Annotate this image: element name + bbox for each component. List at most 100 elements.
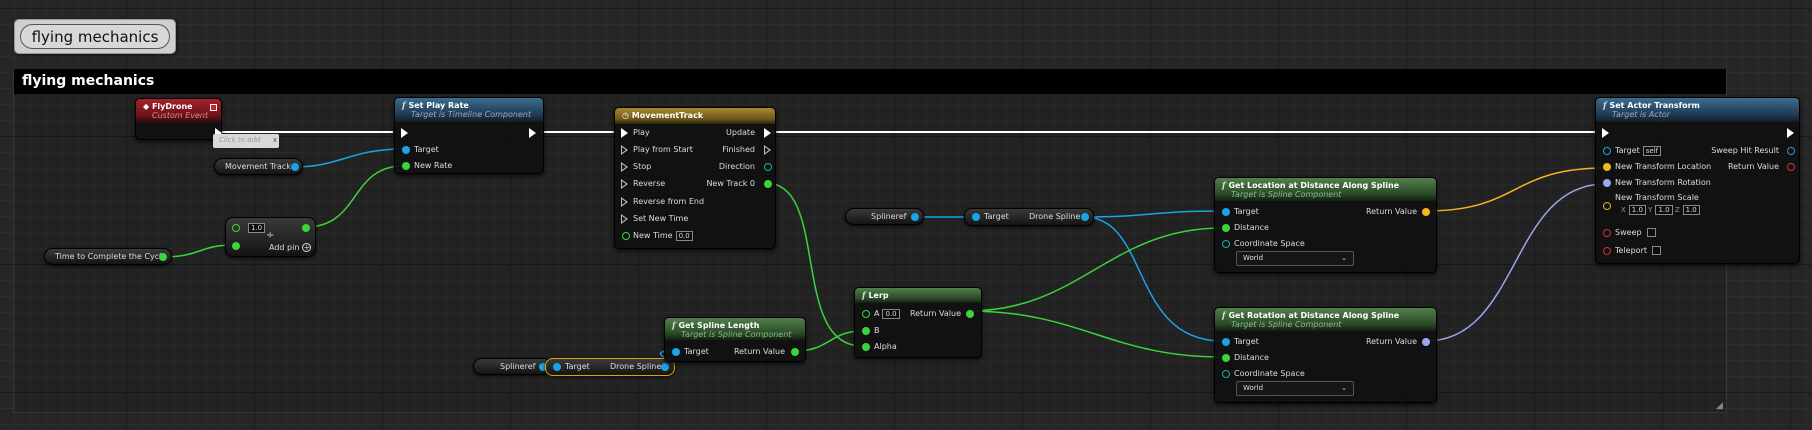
coordinate-space-pin[interactable] bbox=[1222, 370, 1230, 378]
exec-out-pin[interactable] bbox=[529, 128, 536, 138]
function-icon: f bbox=[1603, 100, 1607, 110]
new-rate-pin[interactable] bbox=[402, 162, 410, 170]
coordinate-space-dropdown[interactable]: World ⌄ bbox=[1236, 381, 1354, 396]
target-pin[interactable] bbox=[1222, 208, 1230, 216]
splineref-getter-bottom[interactable]: Splineref bbox=[473, 358, 552, 375]
close-icon[interactable]: x bbox=[272, 136, 277, 144]
drone-spline-pin[interactable] bbox=[661, 363, 669, 371]
coordinate-space-dropdown[interactable]: World ⌄ bbox=[1236, 251, 1354, 266]
new-location-label: New Transform Location bbox=[1615, 162, 1712, 171]
a-label: A bbox=[874, 309, 880, 318]
target-pin[interactable] bbox=[402, 146, 410, 154]
teleport-pin[interactable] bbox=[1603, 247, 1611, 255]
click-to-add-field[interactable]: Click to add x bbox=[213, 134, 279, 148]
play-from-start-pin[interactable] bbox=[621, 145, 628, 155]
return-value-label: Return Value bbox=[1365, 337, 1417, 346]
finished-exec-pin[interactable] bbox=[764, 145, 771, 155]
divide-input-value[interactable]: 1.0 bbox=[248, 222, 266, 233]
target-pin[interactable] bbox=[553, 363, 561, 371]
new-time-value[interactable]: 0.0 bbox=[675, 230, 693, 241]
scale-z-label: Z bbox=[1674, 206, 1680, 214]
object-out-pin[interactable] bbox=[539, 363, 547, 371]
a-pin[interactable] bbox=[862, 310, 870, 318]
exec-in-pin[interactable] bbox=[401, 128, 408, 138]
new-time-pin[interactable] bbox=[622, 232, 630, 240]
float-in-pin-b[interactable] bbox=[232, 242, 240, 250]
exec-out-pin[interactable] bbox=[1787, 128, 1794, 138]
scale-z-value[interactable]: 1.0 bbox=[1682, 205, 1700, 215]
target-pin[interactable] bbox=[1603, 147, 1611, 155]
clock-icon: ◷ bbox=[622, 111, 632, 120]
reverse-pin[interactable] bbox=[621, 179, 628, 189]
comment-bubble-label: flying mechanics bbox=[20, 24, 170, 49]
movement-track-getter[interactable]: Movement Track bbox=[214, 158, 303, 175]
new-scale-pin[interactable] bbox=[1603, 202, 1611, 210]
time-to-complete-getter[interactable]: Time to Complete the Cycle bbox=[44, 248, 172, 265]
movement-track-timeline-node[interactable]: ◷ MovementTrack Play Play from Start Sto… bbox=[614, 107, 776, 249]
distance-pin[interactable] bbox=[1222, 354, 1230, 362]
alpha-pin[interactable] bbox=[862, 343, 870, 351]
sweep-checkbox[interactable] bbox=[1646, 228, 1656, 237]
comment-bubble[interactable]: flying mechanics bbox=[14, 19, 176, 54]
return-value-pin[interactable] bbox=[791, 348, 799, 356]
update-label: Update bbox=[726, 128, 755, 137]
scale-x-value[interactable]: 1.0 bbox=[1628, 205, 1646, 215]
return-value-label: Return Value bbox=[909, 309, 961, 318]
play-label: Play bbox=[633, 128, 650, 137]
divide-node[interactable]: 1.0 ÷ Add pin+ bbox=[225, 217, 316, 257]
play-exec-pin[interactable] bbox=[621, 128, 628, 138]
target-value[interactable]: self bbox=[1642, 145, 1662, 156]
update-exec-pin[interactable] bbox=[764, 128, 771, 138]
object-out-pin[interactable] bbox=[291, 163, 299, 171]
return-value-pin[interactable] bbox=[1422, 338, 1430, 346]
target-label: Target bbox=[1234, 207, 1259, 216]
stop-pin[interactable] bbox=[621, 162, 628, 172]
event-delegate-icon[interactable] bbox=[210, 104, 217, 111]
return-value-pin[interactable] bbox=[1422, 208, 1430, 216]
exec-out-pin[interactable] bbox=[215, 128, 222, 138]
float-out-pin[interactable] bbox=[302, 224, 310, 232]
direction-pin[interactable] bbox=[764, 163, 772, 171]
event-node-flydrone[interactable]: ◆ FlyDrone Custom Event bbox=[135, 98, 222, 140]
new-rotation-pin[interactable] bbox=[1603, 179, 1611, 187]
scale-x-label: X bbox=[1621, 206, 1626, 214]
function-icon: f bbox=[1222, 180, 1226, 190]
new-location-pin[interactable] bbox=[1603, 163, 1611, 171]
sweep-pin[interactable] bbox=[1603, 229, 1611, 237]
sweep-hit-result-pin[interactable] bbox=[1787, 147, 1795, 155]
return-value-pin[interactable] bbox=[1787, 163, 1795, 171]
comment-header[interactable]: flying mechanics bbox=[14, 69, 1726, 94]
target-pin[interactable] bbox=[1222, 338, 1230, 346]
drone-spline-pin[interactable] bbox=[1081, 213, 1089, 221]
drone-spline-getter-top[interactable]: Target Drone Spline bbox=[964, 208, 1094, 226]
scale-y-value[interactable]: 1.0 bbox=[1655, 205, 1673, 215]
coordinate-space-value: World bbox=[1243, 254, 1264, 262]
object-out-pin[interactable] bbox=[911, 213, 919, 221]
distance-pin[interactable] bbox=[1222, 224, 1230, 232]
target-pin[interactable] bbox=[972, 213, 980, 221]
reverse-from-end-pin[interactable] bbox=[621, 197, 628, 207]
b-pin[interactable] bbox=[862, 327, 870, 335]
drone-spline-getter-bottom[interactable]: Target Drone Spline bbox=[545, 358, 675, 376]
resize-grip-icon[interactable]: ◢ bbox=[1716, 401, 1723, 411]
splineref-getter-top[interactable]: Splineref bbox=[845, 208, 924, 225]
float-in-pin-a[interactable] bbox=[232, 224, 240, 232]
play-from-start-label: Play from Start bbox=[633, 145, 693, 154]
a-value[interactable]: 0.0 bbox=[882, 308, 900, 319]
add-pin-button[interactable]: Add pin+ bbox=[269, 242, 312, 254]
set-new-time-pin[interactable] bbox=[621, 214, 628, 224]
teleport-checkbox[interactable] bbox=[1652, 246, 1661, 255]
return-value-pin[interactable] bbox=[966, 310, 974, 318]
target-pin[interactable] bbox=[672, 348, 680, 356]
coordinate-space-pin[interactable] bbox=[1222, 240, 1230, 248]
node-title: MovementTrack bbox=[631, 111, 704, 120]
exec-in-pin[interactable] bbox=[1602, 128, 1609, 138]
new-track-pin[interactable] bbox=[764, 180, 772, 188]
float-out-pin[interactable] bbox=[159, 253, 167, 261]
